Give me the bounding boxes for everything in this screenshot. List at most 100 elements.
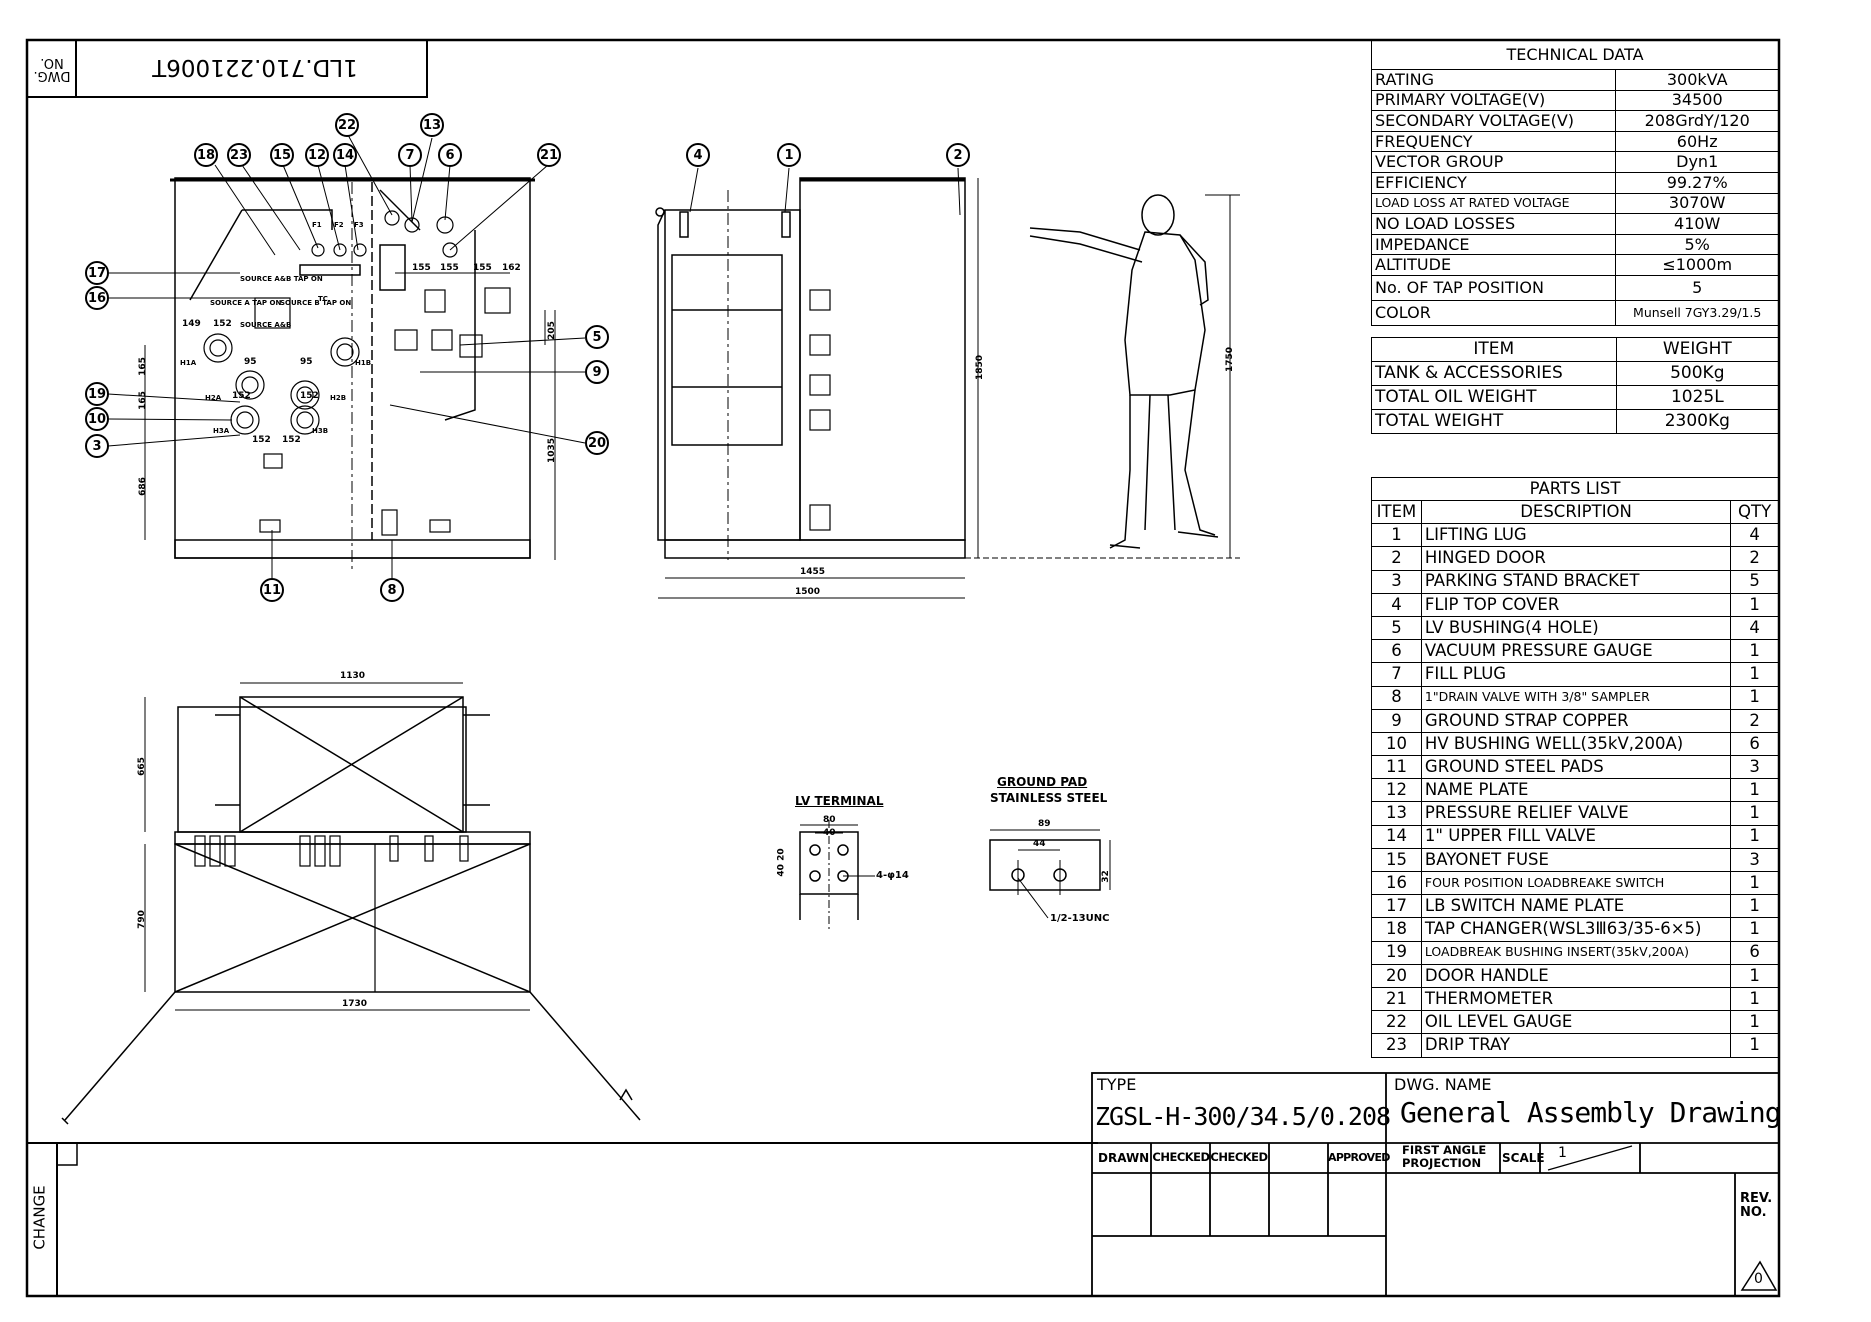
parts-qty-cell: 1 <box>1730 963 1779 988</box>
technical-data-title: TECHNICAL DATA <box>1371 40 1779 70</box>
scale-label: SCALE <box>1502 1151 1545 1165</box>
parts-item-cell: 14 <box>1371 824 1422 849</box>
parts-qty-cell: 4 <box>1730 523 1779 548</box>
parts-item-cell: 13 <box>1371 801 1422 826</box>
front-leaders <box>107 134 586 578</box>
parts-qty-cell: 1 <box>1730 662 1779 687</box>
parts-item-cell: 16 <box>1371 870 1422 896</box>
parts-item-cell: 3 <box>1371 569 1422 594</box>
parts-item-cell: 9 <box>1371 708 1422 733</box>
parts-list-title: PARTS LIST <box>1371 477 1779 501</box>
scale-value: 1 <box>1558 1145 1567 1161</box>
balloon-8: 8 <box>380 578 404 602</box>
parts-item-cell: 8 <box>1371 685 1422 710</box>
balloon-3: 3 <box>85 434 109 458</box>
parts-qty-cell: 1 <box>1730 894 1779 919</box>
parts-desc-cell: HV BUSHING WELL(35kV,200A) <box>1420 731 1732 757</box>
parts-desc-cell: FOUR POSITION LOADBREAKE SWITCH <box>1420 870 1732 896</box>
parts-qty-cell: 1 <box>1730 917 1779 942</box>
lv-width-inner-dim: 40 <box>823 828 836 838</box>
parts-item-cell: 23 <box>1371 1033 1422 1058</box>
parts-item-cell: 18 <box>1371 917 1422 942</box>
parts-qty-cell: 3 <box>1730 847 1779 873</box>
parts-desc-cell: PARKING STAND BRACKET <box>1420 569 1732 594</box>
parts-qty-cell: 4 <box>1730 615 1779 641</box>
balloon-21: 21 <box>537 143 561 167</box>
parts-desc-cell: LV BUSHING(4 HOLE) <box>1420 615 1732 641</box>
rev-no-label: NO. <box>1740 1205 1767 1220</box>
dwg-no-value: 1LD.710.221006T <box>152 54 358 80</box>
parts-desc-cell: GROUND STRAP COPPER <box>1420 708 1732 733</box>
lv-height-dim: 40 20 <box>776 848 787 877</box>
parts-item-cell: 17 <box>1371 894 1422 919</box>
dim-1500: 1500 <box>795 587 821 597</box>
parts-qty-cell: 1 <box>1730 1033 1779 1058</box>
source-a-tap-on: SOURCE A TAP ON <box>210 299 282 307</box>
parts-desc-cell: FLIP TOP COVER <box>1420 592 1732 617</box>
parts-desc-cell: OIL LEVEL GAUGE <box>1420 1010 1732 1035</box>
balloon-2: 2 <box>946 143 970 167</box>
balloon-22: 22 <box>335 113 359 137</box>
ground-pad-label: GROUND PAD <box>997 775 1088 789</box>
parts-desc-cell: NAME PLATE <box>1420 778 1732 803</box>
dim-149: 149 <box>182 319 201 329</box>
parts-item-cell: 5 <box>1371 615 1422 641</box>
dim-1750: 1750 <box>1225 346 1236 373</box>
balloon-9: 9 <box>585 360 609 384</box>
title-block <box>1091 1072 1780 1297</box>
rev-label: REV. <box>1740 1191 1773 1206</box>
parts-item-cell: 1 <box>1371 523 1422 548</box>
rev-value: 0 <box>1754 1271 1763 1287</box>
parts-col-qty: QTY <box>1730 499 1779 525</box>
dwg-name-value: General Assembly Drawing <box>1400 1096 1782 1129</box>
balloon-17: 17 <box>85 261 109 285</box>
parts-qty-cell: 1 <box>1730 639 1779 664</box>
parts-item-cell: 19 <box>1371 940 1422 965</box>
parts-item-cell: 12 <box>1371 778 1422 803</box>
human-figure <box>1029 194 1240 549</box>
parts-item-cell: 4 <box>1371 592 1422 617</box>
dim-95b: 95 <box>300 357 313 367</box>
parts-item-cell: 22 <box>1371 1010 1422 1035</box>
parts-item-cell: 6 <box>1371 639 1422 664</box>
parts-qty-cell: 6 <box>1730 731 1779 757</box>
balloon-23: 23 <box>227 143 251 167</box>
parts-desc-cell: GROUND STEEL PADS <box>1420 755 1732 780</box>
balloon-12: 12 <box>305 143 329 167</box>
parts-desc-cell: TAP CHANGER(WSL3Ⅲ63/35-6×5) <box>1420 917 1732 942</box>
change-label: CHANGE <box>30 1185 49 1250</box>
dim-155b: 155 <box>440 263 459 273</box>
balloon-7: 7 <box>398 143 422 167</box>
f1-label: F1 <box>312 221 322 229</box>
gp-width-dim: 89 <box>1038 819 1051 829</box>
parts-desc-cell: LOADBREAK BUSHING INSERT(35kV,200A) <box>1420 940 1732 965</box>
dim-665: 665 <box>136 757 147 776</box>
gp-height-dim: 32 <box>1100 870 1111 883</box>
front-view <box>144 177 556 570</box>
weight-header-weight: WEIGHT <box>1615 337 1780 362</box>
dim-95a: 95 <box>244 357 257 367</box>
type-label: TYPE <box>1097 1075 1137 1094</box>
lv-hole-dim: 4-φ14 <box>876 870 909 881</box>
parts-desc-cell: PRESSURE RELIEF VALVE <box>1420 801 1732 826</box>
